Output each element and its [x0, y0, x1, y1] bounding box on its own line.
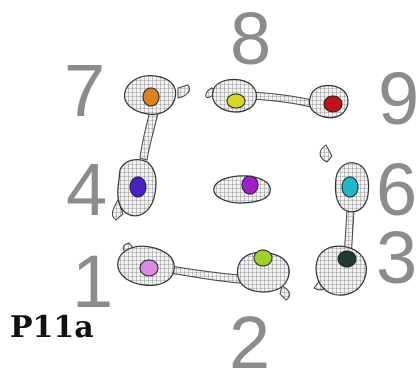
- head-7: [142, 87, 160, 107]
- head-9: [323, 95, 343, 113]
- head-4: [129, 176, 147, 198]
- figure-heads: [129, 87, 359, 277]
- arm-8-9: [249, 91, 313, 108]
- panel-label: P11a: [10, 310, 94, 345]
- position-labels: 1 2 3 4 6 7 8 9: [64, 0, 419, 375]
- head-8: [226, 93, 246, 109]
- position-label-6: 6: [376, 148, 417, 231]
- position-label-3: 3: [376, 216, 417, 299]
- head-1: [139, 259, 159, 277]
- arm-1-2: [169, 265, 241, 284]
- position-label-8: 8: [230, 0, 271, 80]
- head-2: [253, 249, 273, 267]
- position-label-4: 4: [66, 148, 107, 231]
- head-6: [341, 176, 359, 198]
- head-5: [241, 175, 259, 195]
- arm-7-4: [139, 109, 159, 161]
- body-5: [213, 175, 271, 204]
- position-label-1: 1: [72, 240, 113, 323]
- position-label-2: 2: [229, 301, 270, 375]
- head-3: [337, 250, 357, 268]
- position-label-9: 9: [378, 57, 419, 140]
- position-label-7: 7: [64, 49, 105, 132]
